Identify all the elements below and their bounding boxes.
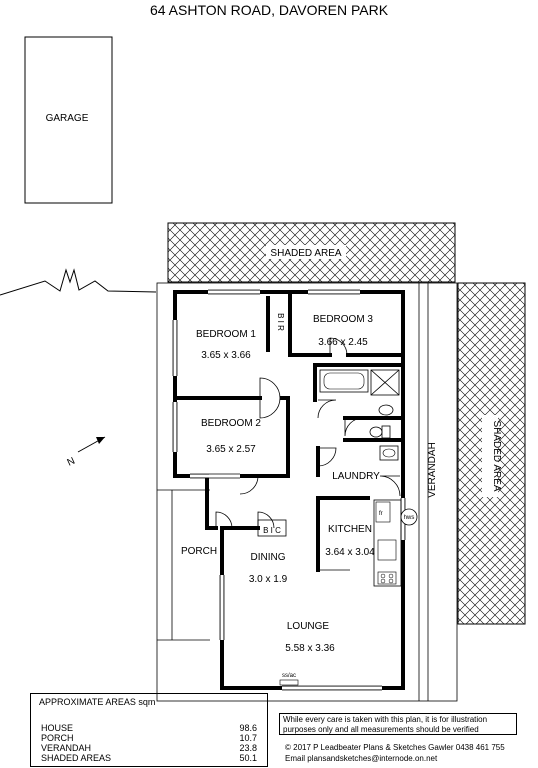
bathtub — [319, 369, 369, 393]
shaded-area-right-label-bg — [482, 415, 498, 497]
areas-row-house: HOUSE 98.6 — [41, 723, 257, 733]
door-front — [239, 475, 259, 495]
toilet — [369, 426, 383, 438]
north-label: N — [66, 456, 77, 469]
exterior-wall-left — [173, 290, 218, 530]
kitchen-sink — [377, 539, 397, 561]
bic-outline — [257, 519, 287, 537]
shaded-area-top-label: SHADED AREA — [270, 248, 341, 259]
areas-row-verandah: VERANDAH 23.8 — [41, 743, 257, 753]
door-bed3 — [329, 337, 348, 356]
area-value: 10.7 — [239, 733, 257, 743]
garage-outline — [24, 36, 113, 204]
area-value: 50.1 — [239, 753, 257, 763]
bir-label: B I R — [276, 313, 285, 331]
dining-name: DINING — [251, 552, 286, 563]
fridge-label: fr — [379, 511, 383, 517]
lounge-size: 5.58 x 3.36 — [285, 643, 335, 654]
areas-row-porch: PORCH 10.7 — [41, 733, 257, 743]
bedroom3-size: 3.66 x 2.45 — [318, 337, 368, 348]
plan-title: 64 ASHTON ROAD, DAVOREN PARK — [150, 2, 389, 18]
cooktop — [377, 571, 397, 585]
bedroom1-size: 3.65 x 3.66 — [201, 350, 251, 361]
door-laundry-external — [379, 475, 401, 497]
area-value: 98.6 — [239, 723, 257, 733]
porch-label: PORCH — [181, 546, 217, 557]
copyright-line: © 2017 P Leadbeater Plans & Sketches Gaw… — [285, 743, 505, 752]
copyright-email: Email plansandsketches@internode.on.net — [285, 754, 438, 763]
wall-bed2-right — [240, 396, 290, 478]
dining-size: 3.0 x 1.9 — [249, 574, 288, 585]
shaded-area-right-label: SHADED AREA — [491, 420, 502, 491]
verandah-outline — [156, 282, 458, 702]
area-name: HOUSE — [41, 723, 74, 733]
area-name: SHADED AREAS — [41, 753, 112, 763]
bedroom2-size: 3.65 x 2.57 — [206, 444, 256, 455]
ssac-label: ss/ac — [282, 673, 296, 679]
door-bed1 — [259, 377, 281, 399]
fridge-space — [375, 501, 391, 523]
kitchen-name: KITCHEN — [328, 524, 372, 535]
laundry-tub — [379, 445, 399, 461]
copyright-block: © 2017 P Leadbeater Plans & Sketches Gaw… — [285, 742, 505, 764]
disclaimer-box: While every care is taken with this plan… — [279, 713, 517, 735]
kitchen-size: 3.64 x 3.04 — [325, 547, 375, 558]
garage-label: GARAGE — [46, 113, 89, 124]
areas-heading: APPROXIMATE AREAS sqm — [39, 697, 156, 707]
hws-label: hws — [404, 515, 415, 521]
door-wc — [344, 417, 364, 437]
verandah-label: VERANDAH — [427, 442, 438, 498]
fence-line — [0, 268, 157, 296]
areas-row-shaded: SHADED AREAS 50.1 — [41, 753, 257, 763]
door-entry — [215, 511, 233, 529]
shaded-area-top-label-bg — [266, 245, 346, 259]
bedroom1-name: BEDROOM 1 — [196, 329, 256, 340]
area-name: PORCH — [41, 733, 74, 743]
kitchen-bench — [373, 499, 402, 587]
shower — [370, 369, 400, 396]
bedroom2-name: BEDROOM 2 — [201, 418, 261, 429]
ssac-unit — [279, 679, 299, 686]
door-bed2 — [259, 397, 281, 419]
door-laundry — [317, 447, 337, 467]
north-arrow: N — [66, 436, 106, 469]
vanity-basin — [378, 404, 394, 416]
lounge-name: LOUNGE — [287, 621, 330, 632]
door-bic — [257, 511, 275, 529]
hws-circle — [400, 508, 418, 526]
area-name: VERANDAH — [41, 743, 92, 753]
door-bath — [317, 399, 337, 419]
shaded-area-top — [167, 222, 456, 283]
laundry-name: LAUNDRY — [332, 471, 380, 482]
areas-table: APPROXIMATE AREAS sqm HOUSE 98.6 PORCH 1… — [30, 693, 268, 767]
bic-label: B I C — [263, 526, 281, 535]
area-value: 23.8 — [239, 743, 257, 753]
bedroom3-name: BEDROOM 3 — [313, 314, 373, 325]
